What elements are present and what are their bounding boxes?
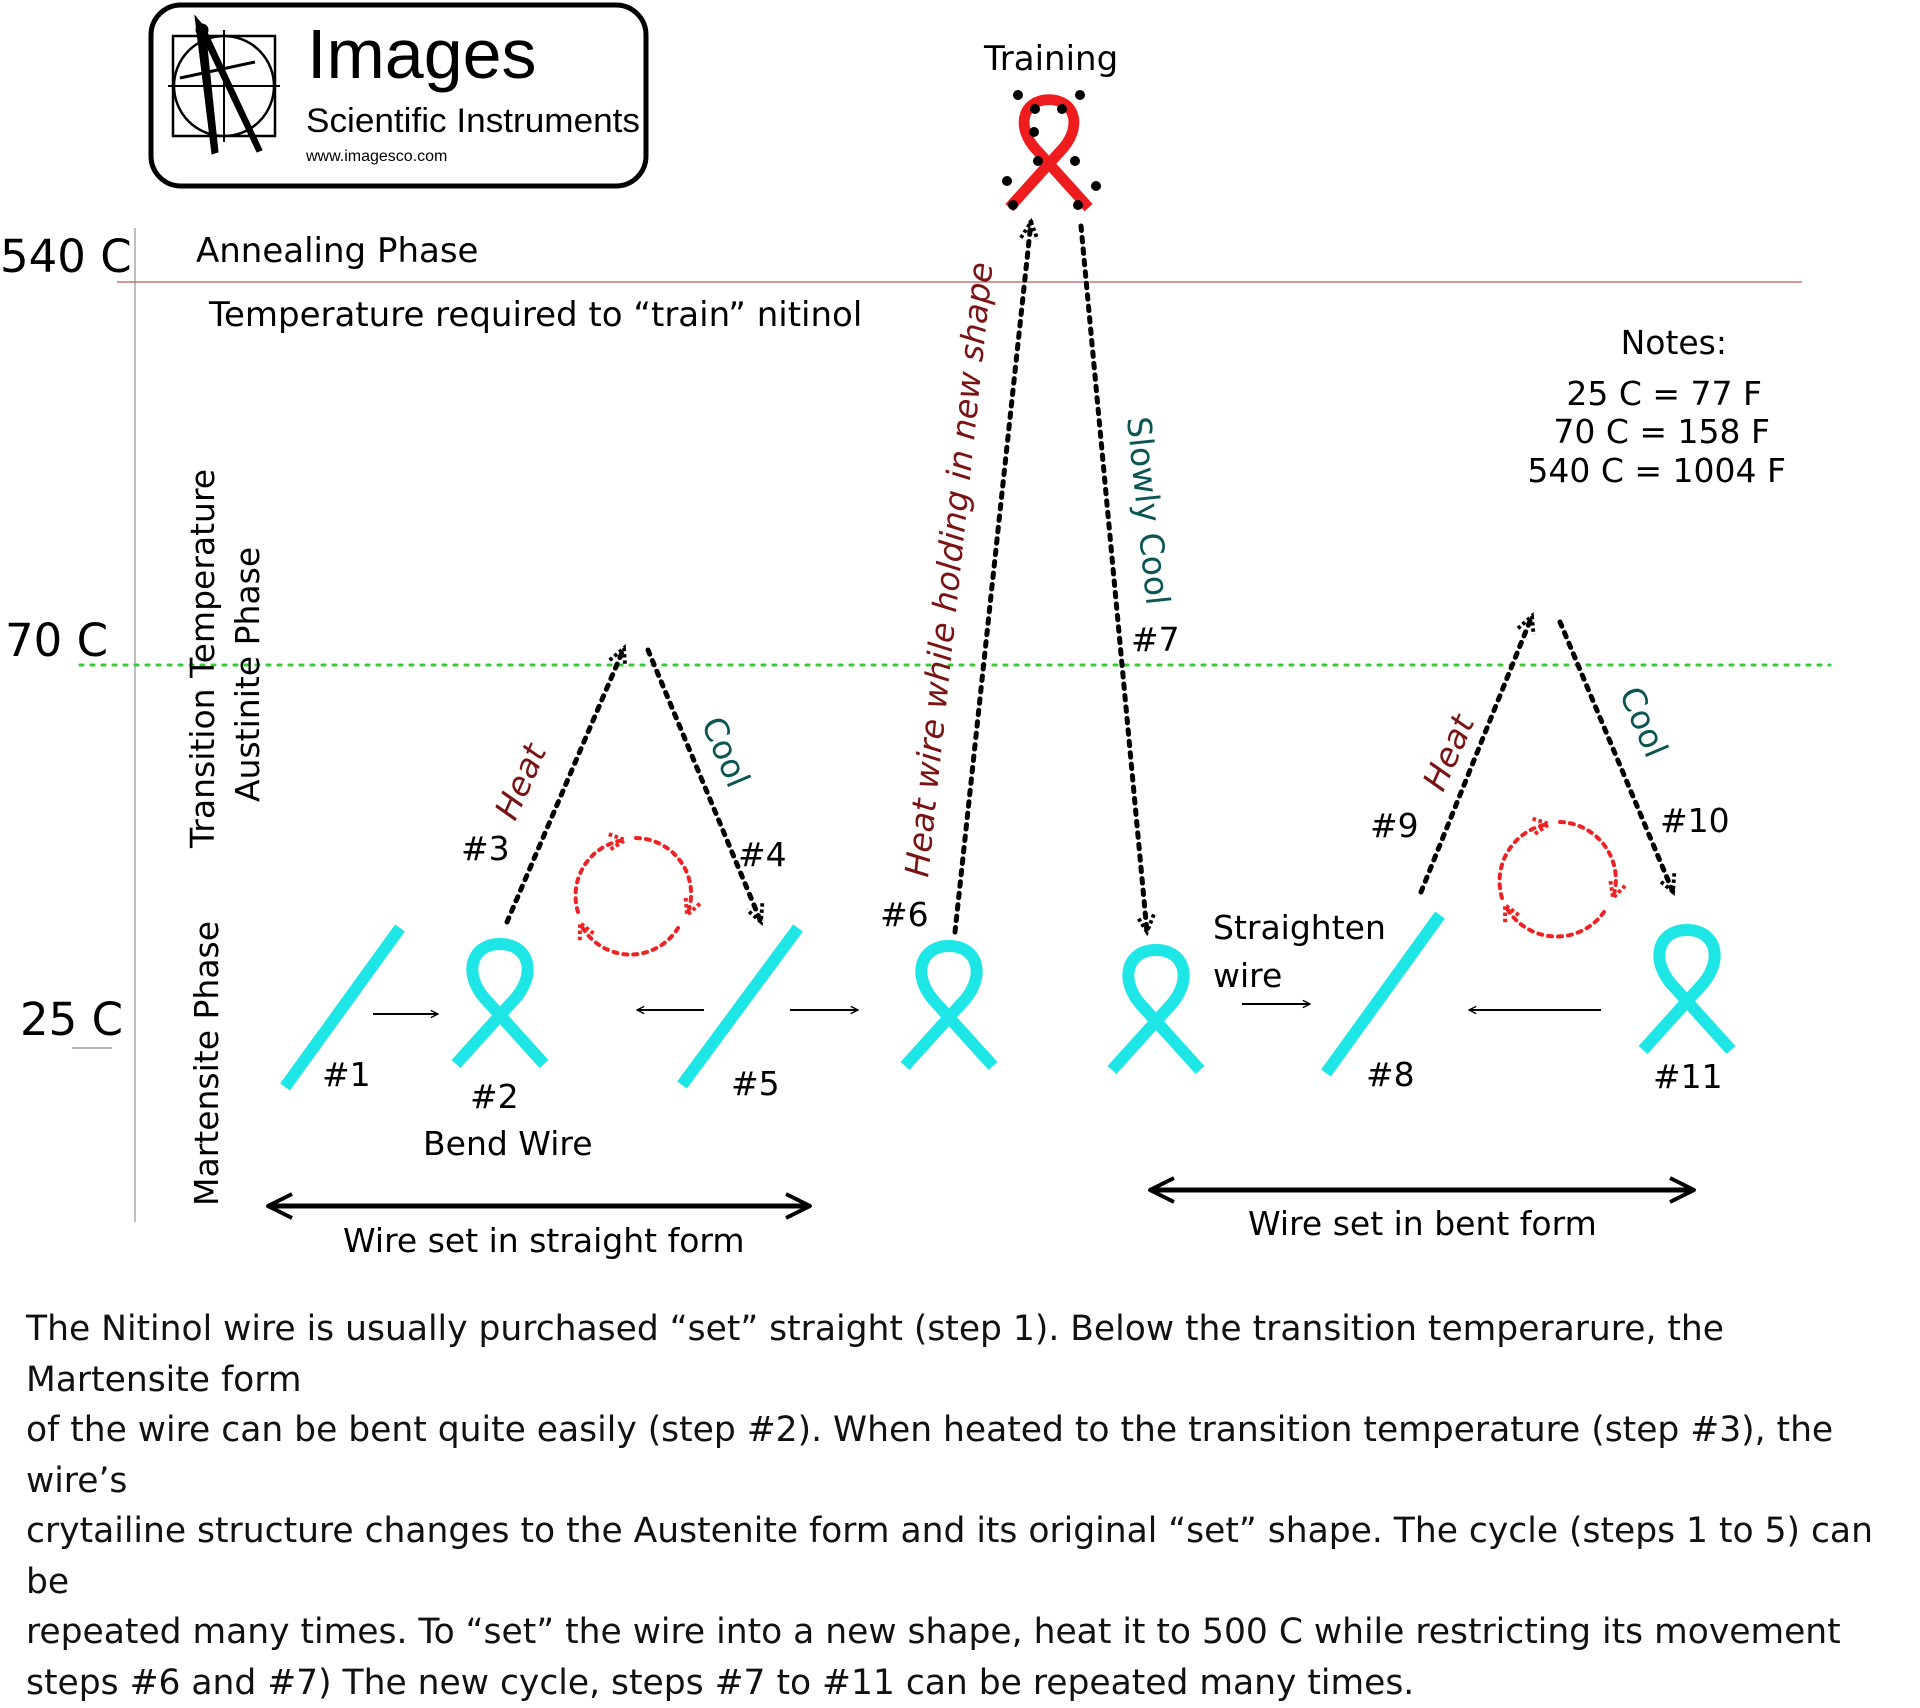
training-pins xyxy=(1002,90,1101,210)
austenite-phase-label: Austinite Phase xyxy=(228,547,267,802)
step-6-label: #6 xyxy=(880,895,929,934)
compass-icon xyxy=(168,14,280,155)
step-2-label: #2 xyxy=(470,1077,519,1116)
wire-step-5-straight xyxy=(677,924,803,1089)
nitinol-diagram: Images Scientific Instruments www.images… xyxy=(0,2,1832,1260)
step-7-label: #7 xyxy=(1131,620,1180,659)
wire-shapes xyxy=(280,911,1731,1091)
cycle-arrows xyxy=(576,822,1616,957)
heat-arrow-3 xyxy=(504,648,624,925)
transition-arrows xyxy=(373,1004,1601,1014)
cool-arrow-10 xyxy=(1557,619,1673,892)
step-5-label: #5 xyxy=(731,1064,780,1103)
logo-url: www.imagesco.com xyxy=(305,148,447,165)
step-10-label: #10 xyxy=(1660,801,1730,840)
notes-line-3: 540 C = 1004 F xyxy=(1527,451,1786,490)
slow-cool-arrow-7 xyxy=(1078,223,1147,932)
training-temp-label: Temperature required to “train” nitinol xyxy=(208,295,862,335)
step-11-label: #11 xyxy=(1653,1057,1723,1096)
company-logo: Images Scientific Instruments www.images… xyxy=(148,2,649,189)
description-text: The Nitinol wire is usually purchased “s… xyxy=(26,1309,1873,1703)
range-arrows xyxy=(266,1176,1696,1220)
transition-temperature-label: Transition Temperature xyxy=(183,469,222,849)
logo-name: Images xyxy=(307,15,537,93)
bend-wire-label: Bend Wire xyxy=(423,1124,593,1163)
temp-label-70: 70 C xyxy=(5,614,108,667)
step-3-label: #3 xyxy=(461,829,510,868)
wire-step-8-straight xyxy=(1321,911,1445,1077)
straighten-label-line2: wire xyxy=(1213,956,1282,995)
step-4-label: #4 xyxy=(738,835,787,874)
temp-label-540: 540 C xyxy=(0,230,132,283)
training-wire xyxy=(1009,100,1088,208)
training-label: Training xyxy=(983,39,1118,79)
cool-label-right: Cool xyxy=(1612,681,1676,763)
heat-hold-arrow-6 xyxy=(952,222,1031,935)
martensite-phase-label: Martensite Phase xyxy=(187,921,226,1206)
heat-label-right: Heat xyxy=(1415,708,1483,796)
notes-title: Notes: xyxy=(1621,323,1727,362)
logo-subtitle: Scientific Instruments xyxy=(306,102,640,140)
step-8-label: #8 xyxy=(1366,1055,1415,1094)
temp-label-25: 25 C xyxy=(20,993,123,1046)
heat-hold-label: Heat wire while holding in new shape xyxy=(897,260,1000,879)
process-arrows xyxy=(504,222,1673,935)
straighten-label-line1: Straighten xyxy=(1213,908,1386,947)
wire-step-6-loop xyxy=(905,946,993,1066)
wire-step-7-loop xyxy=(1112,950,1200,1070)
step-1-label: #1 xyxy=(322,1055,371,1094)
cool-arrow-4 xyxy=(645,647,761,922)
heat-label-left: Heat xyxy=(487,737,555,825)
wire-step-11-loop xyxy=(1643,930,1731,1050)
heat-arrow-9 xyxy=(1418,616,1532,895)
notes-line-2: 70 C = 158 F xyxy=(1553,412,1770,451)
training-shape: Training xyxy=(983,39,1118,210)
notes-panel: Notes: 25 C = 77 F 70 C = 158 F 540 C = … xyxy=(1527,323,1786,490)
slowly-cool-label: Slowly Cool xyxy=(1119,415,1178,607)
notes-line-1: 25 C = 77 F xyxy=(1566,374,1762,413)
annealing-phase-label: Annealing Phase xyxy=(196,231,478,271)
wire-step-1-straight xyxy=(280,924,405,1091)
bent-form-label: Wire set in bent form xyxy=(1248,1204,1597,1243)
wire-step-2-loop xyxy=(456,944,544,1064)
straight-form-label: Wire set in straight form xyxy=(343,1221,745,1260)
step-9-label: #9 xyxy=(1370,806,1419,845)
